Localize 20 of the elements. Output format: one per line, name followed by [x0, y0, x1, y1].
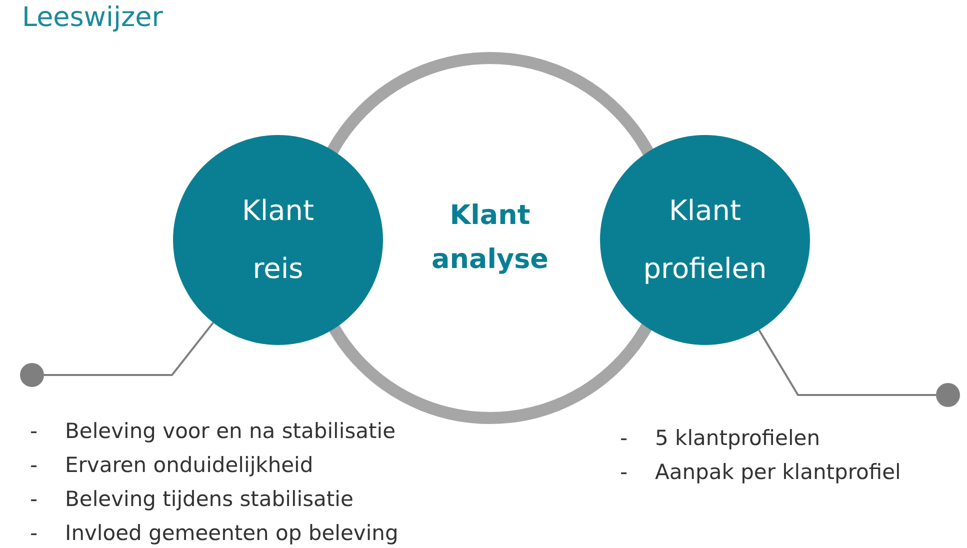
endpoint-dot [20, 363, 44, 387]
list-dash: - [30, 418, 39, 445]
list-item: Ervaren onduidelijkheid [65, 452, 314, 479]
endpoint-dot [936, 383, 960, 407]
list-item: Beleving tijdens stabilisatie [65, 486, 354, 513]
list-dash: - [620, 425, 629, 452]
center-heading: Klant analyse [430, 199, 550, 277]
list-item: 5 klantprofielen [655, 425, 820, 452]
list-item: Beleving voor en na stabilisatie [65, 418, 396, 445]
circle-label: Klant reis [240, 193, 316, 287]
list-item: Invloed gemeenten op beleving [65, 520, 398, 547]
leader-line [44, 322, 214, 376]
leader-line [758, 329, 936, 396]
list-dash: - [30, 486, 39, 513]
list-dash: - [30, 452, 39, 479]
list-dash: - [620, 459, 629, 486]
page-title: Leeswijzer [22, 2, 163, 33]
list-item: Aanpak per klantprofiel [655, 459, 901, 486]
list-dash: - [30, 520, 39, 547]
circle-label: Klant profielen [642, 193, 768, 287]
